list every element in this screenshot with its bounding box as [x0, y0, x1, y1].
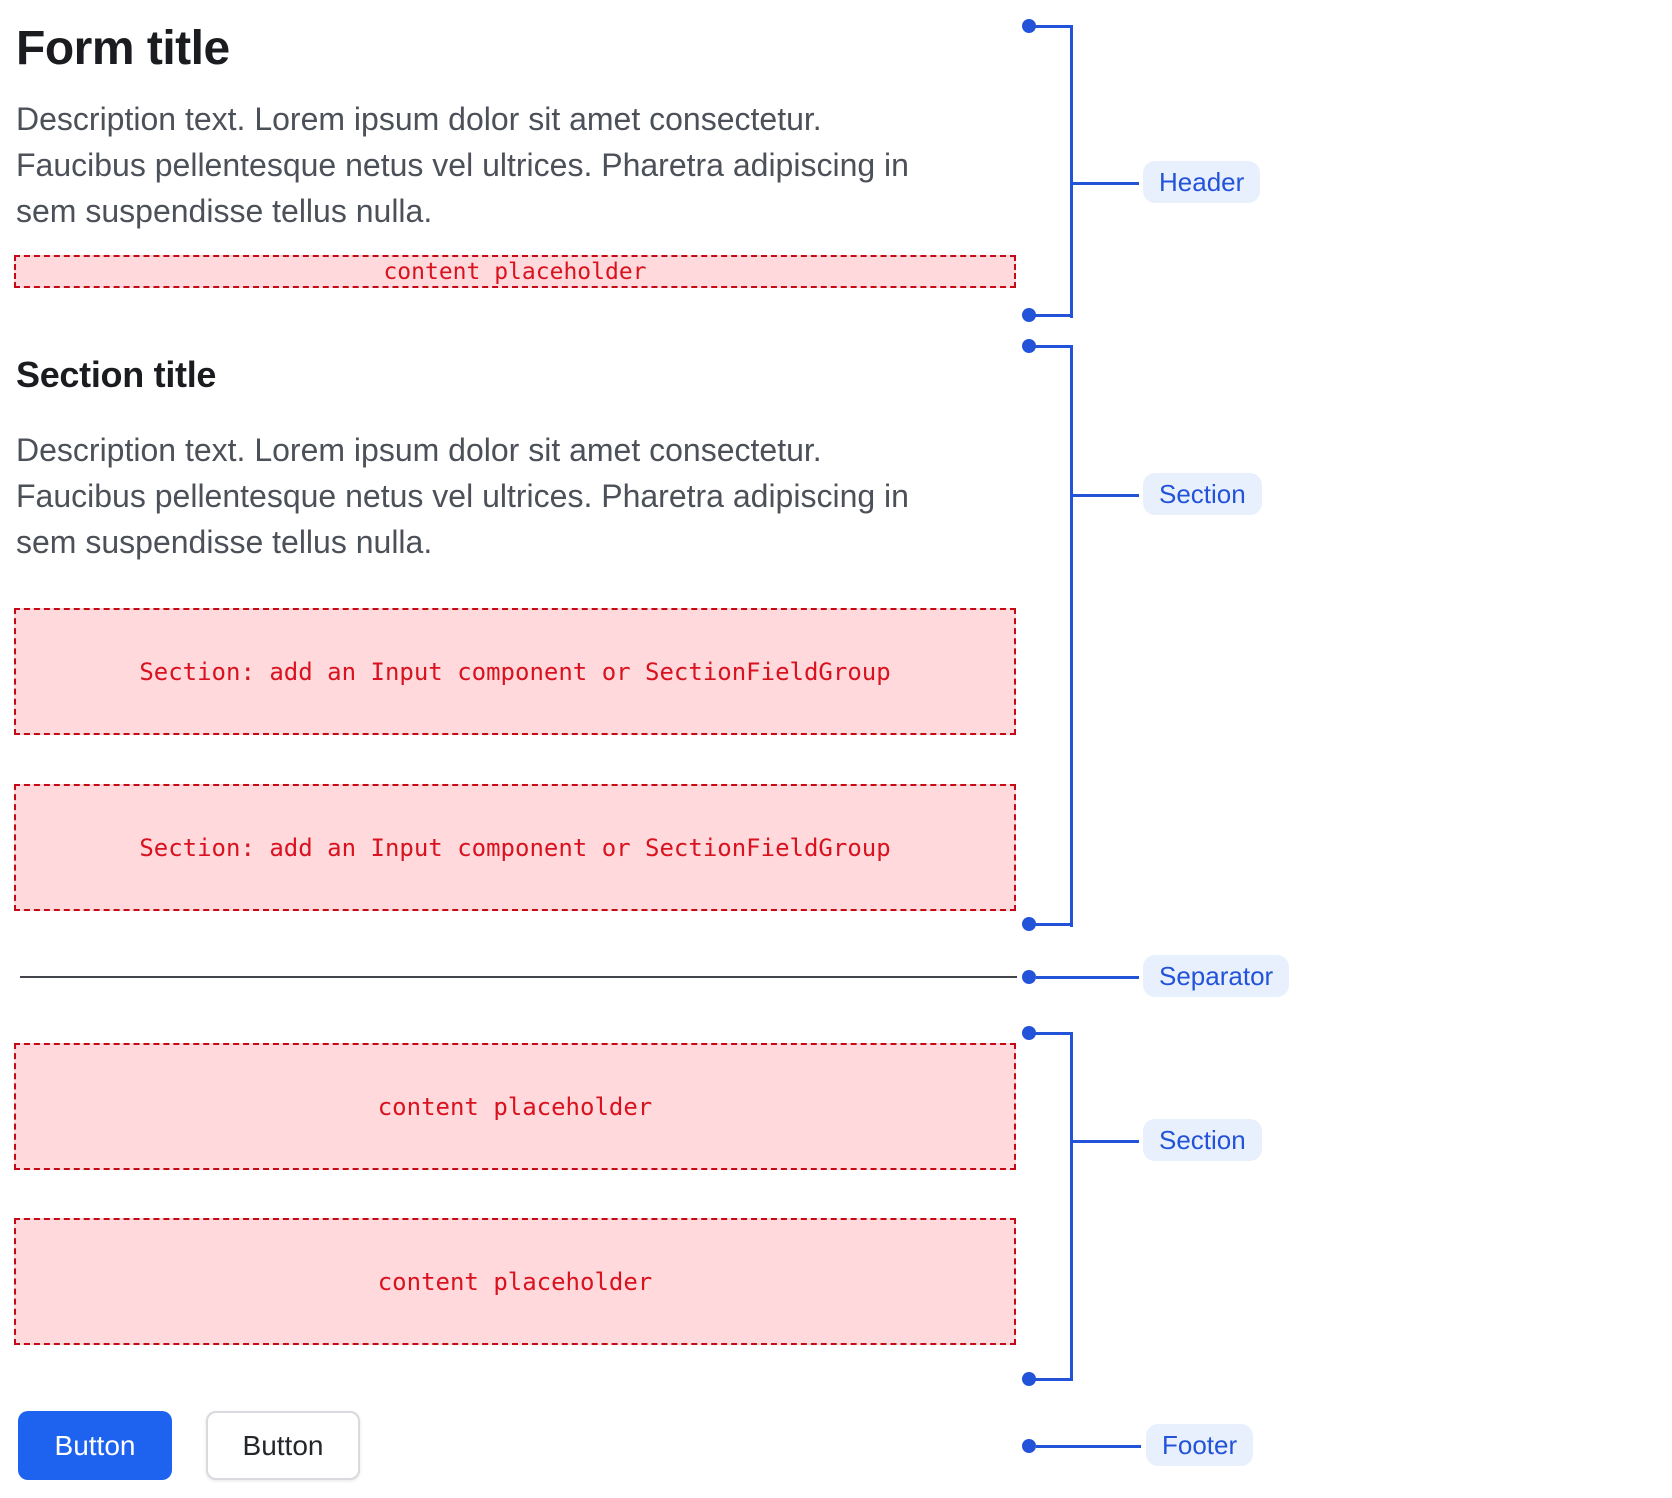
footer-annotation-label: Footer — [1146, 1424, 1254, 1466]
section-input-placeholder-box: Section: add an Input component or Secti… — [14, 784, 1016, 911]
section2-bracket-top-stub — [1032, 1031, 1071, 1035]
section2-label-connector — [1071, 1139, 1141, 1143]
section-input-placeholder-box: Section: add an Input component or Secti… — [14, 608, 1016, 735]
header-bracket-top-stub — [1032, 24, 1071, 28]
header-label-connector — [1071, 181, 1141, 185]
form-description-line: sem suspendisse tellus nulla. — [16, 193, 433, 229]
section2-annotation-label: Section — [1143, 1119, 1262, 1161]
section-content-placeholder-box: content placeholder — [14, 1043, 1016, 1170]
form-title: Form title — [16, 22, 230, 75]
footer-label-connector — [1036, 1444, 1141, 1448]
section-title: Section title — [16, 354, 217, 395]
section-description-line: sem suspendisse tellus nulla. — [16, 524, 433, 560]
placeholder-text: content placeholder — [383, 258, 647, 285]
header-bracket-top-dot — [1022, 19, 1036, 33]
form-description: Description text. Lorem ipsum dolor sit … — [16, 96, 946, 234]
section1-bracket-vline — [1069, 344, 1073, 927]
header-bracket-vline — [1069, 24, 1073, 318]
section1-bracket-top-dot — [1022, 339, 1036, 353]
placeholder-text: Section: add an Input component or Secti… — [139, 833, 891, 862]
secondary-button[interactable]: Button — [206, 1411, 360, 1480]
header-annotation-label: Header — [1143, 161, 1261, 203]
section1-label-connector — [1071, 493, 1141, 497]
form-description-line: Faucibus pellentesque netus vel ultrices… — [16, 147, 909, 183]
separator-label-connector — [1036, 975, 1141, 979]
footer-dot — [1022, 1439, 1036, 1453]
section1-bracket-top-stub — [1032, 344, 1071, 348]
section-description-line: Faucibus pellentesque netus vel ultrices… — [16, 478, 909, 514]
section1-annotation-label: Section — [1143, 473, 1262, 515]
placeholder-text: content placeholder — [377, 1092, 653, 1121]
primary-button[interactable]: Button — [18, 1411, 172, 1480]
header-content-placeholder-box: content placeholder — [14, 255, 1016, 288]
placeholder-text: Section: add an Input component or Secti… — [139, 657, 891, 686]
section-content-placeholder-box: content placeholder — [14, 1218, 1016, 1345]
section1-bracket-bottom-dot — [1022, 917, 1036, 931]
section2-bracket-bottom-stub — [1032, 1377, 1071, 1381]
separator-line — [20, 976, 1017, 978]
header-bracket-bottom-dot — [1022, 308, 1036, 322]
section2-bracket-bottom-dot — [1022, 1372, 1036, 1386]
section-description-line: Description text. Lorem ipsum dolor sit … — [16, 432, 822, 468]
section1-bracket-bottom-stub — [1032, 922, 1071, 926]
section2-bracket-vline — [1069, 1031, 1073, 1381]
placeholder-text: content placeholder — [377, 1267, 653, 1296]
section2-bracket-top-dot — [1022, 1026, 1036, 1040]
separator-annotation-label: Separator — [1143, 955, 1290, 997]
form-description-line: Description text. Lorem ipsum dolor sit … — [16, 101, 822, 137]
header-bracket-bottom-stub — [1032, 313, 1071, 317]
section-description: Description text. Lorem ipsum dolor sit … — [16, 427, 946, 565]
separator-dot — [1022, 970, 1036, 984]
